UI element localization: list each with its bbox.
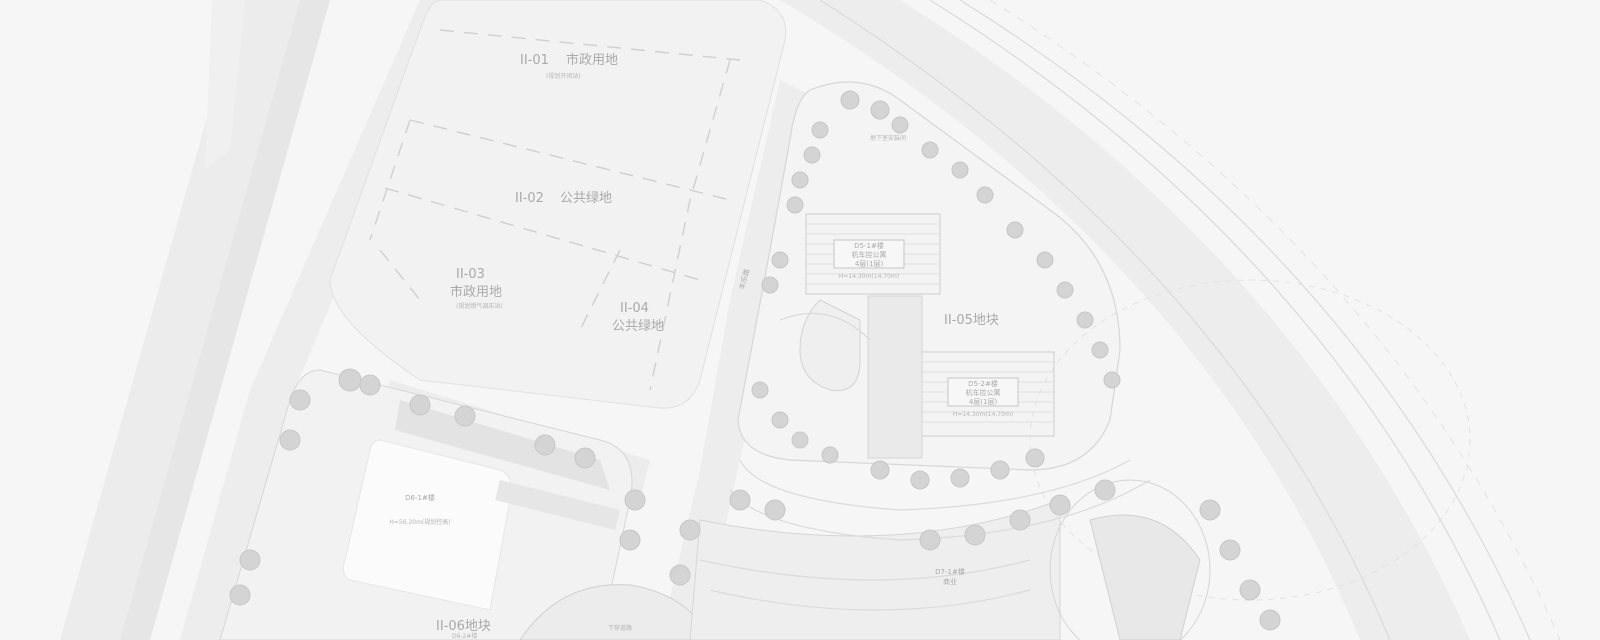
building-code-D5-2: D5-2#楼	[968, 379, 998, 388]
building-D5-2	[917, 351, 1055, 437]
parcel-label-II-02: II-02 公共绿地	[515, 191, 612, 206]
parcel-note-II-01: (规划开闭站)	[546, 72, 581, 80]
parcel-II-06	[219, 369, 633, 640]
building-label-D5-2: D5-2#楼 机车控公寓 4层(1层) H=14.30m(14.70m)	[953, 379, 1013, 418]
building-label-D6-2: D6-2#楼	[452, 632, 477, 640]
parcel-label-II-01: II-01 市政用地 (规划开闭站)	[520, 52, 618, 80]
parcel-label-II-04: II-04 公共绿地	[612, 301, 664, 334]
building-label-D5-1: D5-1#楼 机车控公寓 4层(1层) H=14.30m(14.70m)	[839, 241, 899, 280]
ground-garage-label: 地下室安装间	[870, 134, 906, 142]
parcel-code-II-02: II-02	[515, 191, 544, 206]
parcel-name-II-04: 公共绿地	[612, 319, 664, 334]
internal-paths	[729, 312, 1151, 541]
connector-block	[867, 295, 923, 459]
building-use-D5-2: 机车控公寓	[966, 388, 1001, 397]
building-floors-D5-2: 4层(1层)	[969, 398, 998, 406]
upper-parcel-block	[329, 0, 787, 409]
trees	[229, 90, 1281, 631]
building-code-D6-1: D6-1#楼	[405, 493, 435, 502]
building-use-D7-1: 商业	[943, 577, 957, 586]
building-label-D6-1: D6-1#楼 H=56.20m(规划控高)	[389, 493, 450, 526]
parcel-label-II-05: II-05地块	[944, 313, 999, 328]
building-use-D5-1: 机车控公寓	[852, 250, 887, 259]
building-floors-D5-1: 4层(1层)	[855, 260, 884, 268]
parcel-name-II-01: 市政用地	[566, 52, 618, 68]
parcel-label-II-03: II-03 市政用地 (规划燃气调压站)	[450, 267, 503, 310]
building-height-D5-2: H=14.30m(14.70m)	[953, 411, 1013, 418]
building-D5-1	[805, 213, 941, 295]
building-height-D5-1: H=14.30m(14.70m)	[839, 273, 899, 280]
parcel-name-II-03: 市政用地	[450, 284, 502, 300]
parcel-note-II-03: (规划燃气调压站)	[456, 302, 503, 310]
building-code-D5-1: D5-1#楼	[854, 241, 884, 250]
parcel-label-II-06: II-06地块	[436, 619, 491, 634]
building-label-D7-1: D7-1#楼 商业	[935, 567, 965, 586]
parcel-name-II-02: 公共绿地	[560, 191, 612, 206]
parcel-code-II-03: II-03	[456, 267, 485, 282]
underpass-label: 下穿道路	[608, 624, 632, 632]
parcel-code-II-01: II-01	[520, 53, 549, 68]
building-note-D6-1: H=56.20m(规划控高)	[389, 518, 450, 526]
parcel-code-II-04: II-04	[620, 301, 649, 316]
building-code-D7-1: D7-1#楼	[935, 567, 965, 576]
